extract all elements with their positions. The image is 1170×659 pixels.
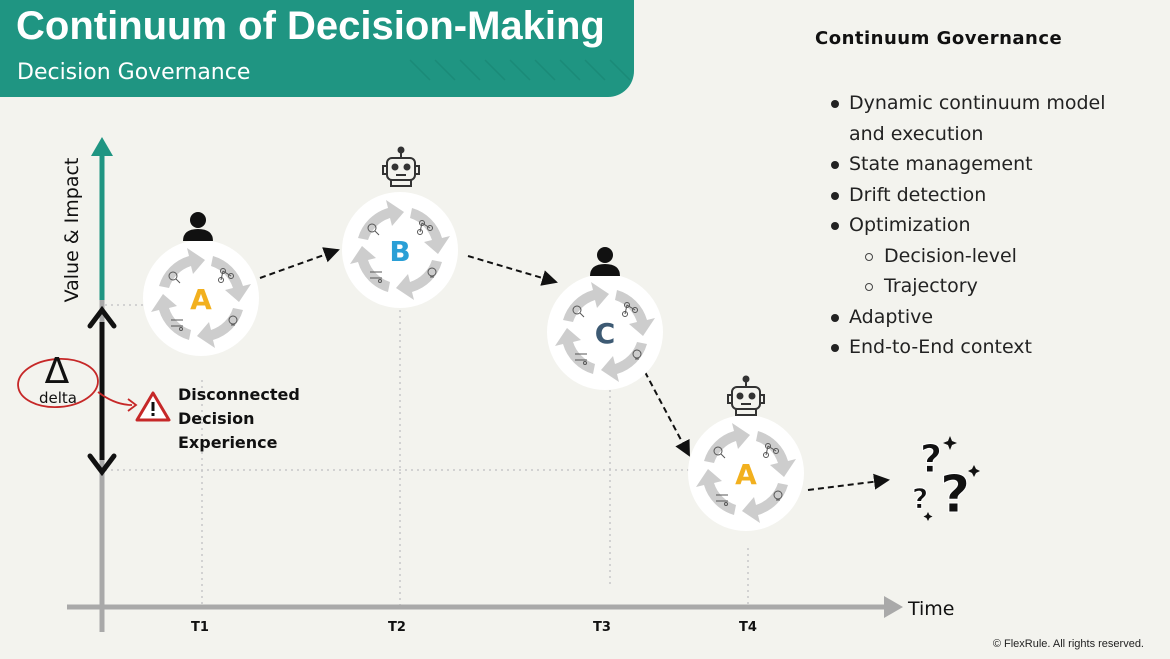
arrow-c-to-a (644, 371, 690, 457)
y-axis-label: Value & Impact (61, 158, 83, 303)
disconnected-label: Disconnected Decision Experience (178, 383, 318, 455)
question-marks-icon: ? ? ? (912, 436, 980, 526)
tick-t2: T2 (388, 620, 406, 635)
decision-node-a2: A (687, 414, 805, 532)
warning-line: Disconnected (178, 385, 300, 404)
page-subtitle: Decision Governance (17, 60, 251, 85)
warning-line: Experience (178, 433, 278, 452)
tick-t1: T1 (191, 620, 209, 635)
node-letter: B (389, 235, 410, 268)
warning-line: Decision (178, 409, 255, 428)
person-icon (183, 212, 213, 241)
governance-bullet-list: Dynamic continuum model and execution St… (826, 88, 1156, 363)
x-axis-arrow-icon (884, 596, 903, 618)
bullet-item: Drift detection (826, 180, 1156, 211)
bullet-text: Dynamic continuum model (849, 92, 1106, 114)
tick-t4: T4 (739, 620, 757, 635)
robot-icon (382, 146, 420, 187)
decision-node-a1: A (142, 239, 260, 357)
delta-up-arrow-icon (87, 305, 117, 329)
svg-text:?: ? (940, 465, 970, 525)
sub-bullet-item: Trajectory (826, 271, 1156, 302)
arrow-a-to-b (259, 247, 340, 279)
person-icon (590, 247, 620, 276)
copyright-notice: © FlexRule. All rights reserved. (992, 638, 1144, 650)
bullet-item: Adaptive (826, 302, 1156, 333)
delta-label: delta (39, 389, 77, 407)
delta-red-circle (17, 357, 99, 409)
decision-node-c: C (546, 273, 664, 391)
x-axis-label: Time (907, 598, 955, 620)
robot-icon (727, 375, 765, 416)
delta-symbol: Δ (45, 351, 70, 392)
sub-bullet-item: Decision-level (826, 241, 1156, 272)
panel-title: Continuum Governance (815, 28, 1063, 49)
decision-node-b: B (341, 191, 459, 309)
delta-pointer-arrow-icon (127, 398, 138, 412)
y-axis-arrow-icon (91, 137, 113, 156)
tick-t3: T3 (593, 620, 611, 635)
transition-arrows (259, 247, 890, 491)
svg-text:?: ? (920, 437, 942, 481)
delta-down-arrow-icon (87, 453, 117, 477)
svg-text:?: ? (912, 482, 928, 515)
page-title: Continuum of Decision-Making (16, 4, 605, 48)
bullet-item: End-to-End context (826, 332, 1156, 363)
delta-pointer-line (97, 391, 133, 406)
node-letter: C (595, 317, 616, 350)
bullet-item: Optimization (826, 210, 1156, 241)
header-banner: Continuum of Decision-Making Decision Go… (0, 0, 634, 97)
bullet-item: State management (826, 149, 1156, 180)
node-letter: A (735, 458, 757, 491)
bullet-item: Dynamic continuum model and execution (826, 88, 1156, 149)
warning-icon (135, 391, 171, 422)
node-letter: A (190, 283, 212, 316)
arrow-a-to-unknown (807, 473, 890, 491)
arrow-b-to-c (467, 255, 558, 286)
bullet-text-continuation: and execution (849, 122, 984, 145)
header-hatch-decoration (409, 59, 631, 81)
dotted-guide-lines (105, 304, 749, 605)
